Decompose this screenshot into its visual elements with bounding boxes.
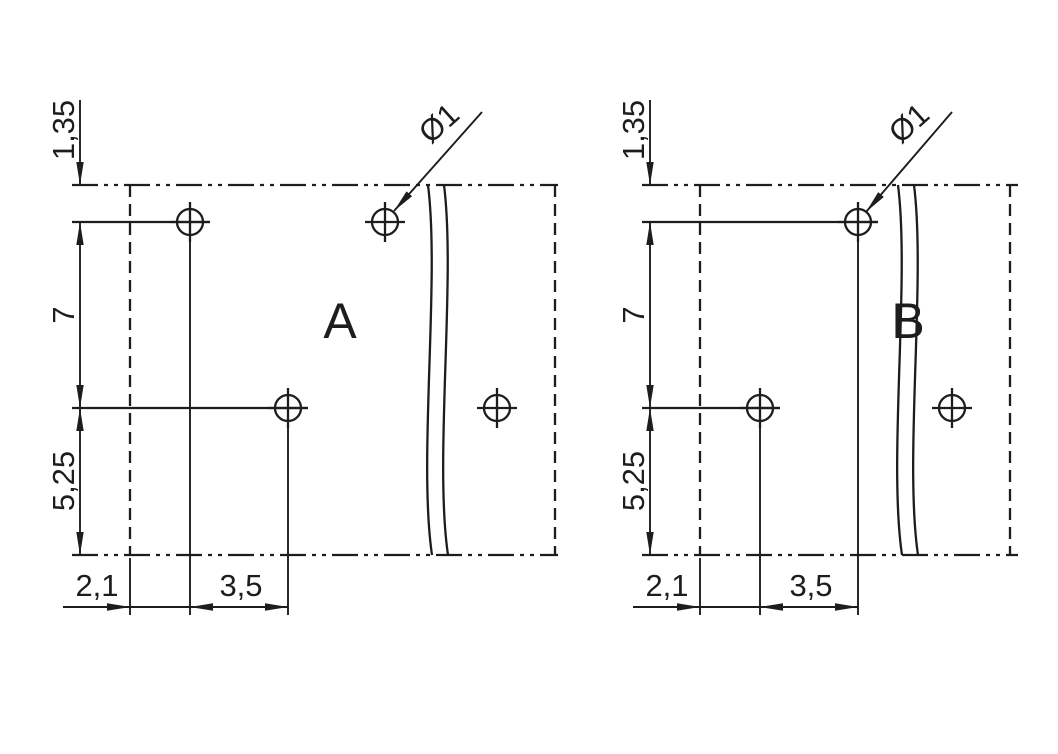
panel-label: B bbox=[891, 293, 924, 349]
dim-label-pitch-vertical: 7 bbox=[616, 306, 651, 323]
hole-marker bbox=[170, 202, 210, 242]
diameter-callout: Ø1 bbox=[412, 96, 466, 150]
break-line bbox=[442, 184, 450, 556]
dim-label-top-offset: 1,35 bbox=[616, 100, 651, 160]
break-line bbox=[426, 184, 434, 556]
hole-marker bbox=[838, 202, 878, 242]
dim-label-bottom-offset: 5,25 bbox=[46, 451, 81, 511]
panel-b: 1,35 7 5,25 2,1 3,5 Ø1 B bbox=[616, 96, 1018, 615]
panel-a: 1,35 7 5,25 2,1 3,5 Ø1 A bbox=[46, 96, 558, 615]
break-line bbox=[912, 184, 920, 556]
dim-label-left-offset: 2,1 bbox=[75, 568, 118, 603]
break-line bbox=[896, 184, 904, 556]
dim-label-top-offset: 1,35 bbox=[46, 100, 81, 160]
leader-arrow bbox=[393, 111, 483, 212]
panel-label: A bbox=[323, 293, 357, 349]
hole-marker bbox=[932, 388, 972, 428]
dim-label-bottom-offset: 5,25 bbox=[616, 451, 651, 511]
hole-marker bbox=[740, 388, 780, 428]
leader-arrow bbox=[865, 111, 953, 213]
hole-marker bbox=[477, 388, 517, 428]
dim-label-pitch-horizontal: 3,5 bbox=[219, 568, 262, 603]
dim-label-pitch-horizontal: 3,5 bbox=[789, 568, 832, 603]
dim-label-left-offset: 2,1 bbox=[645, 568, 688, 603]
dim-label-pitch-vertical: 7 bbox=[46, 306, 81, 323]
hole-marker bbox=[268, 388, 308, 428]
hole-marker bbox=[365, 202, 405, 242]
diameter-callout: Ø1 bbox=[882, 96, 936, 150]
